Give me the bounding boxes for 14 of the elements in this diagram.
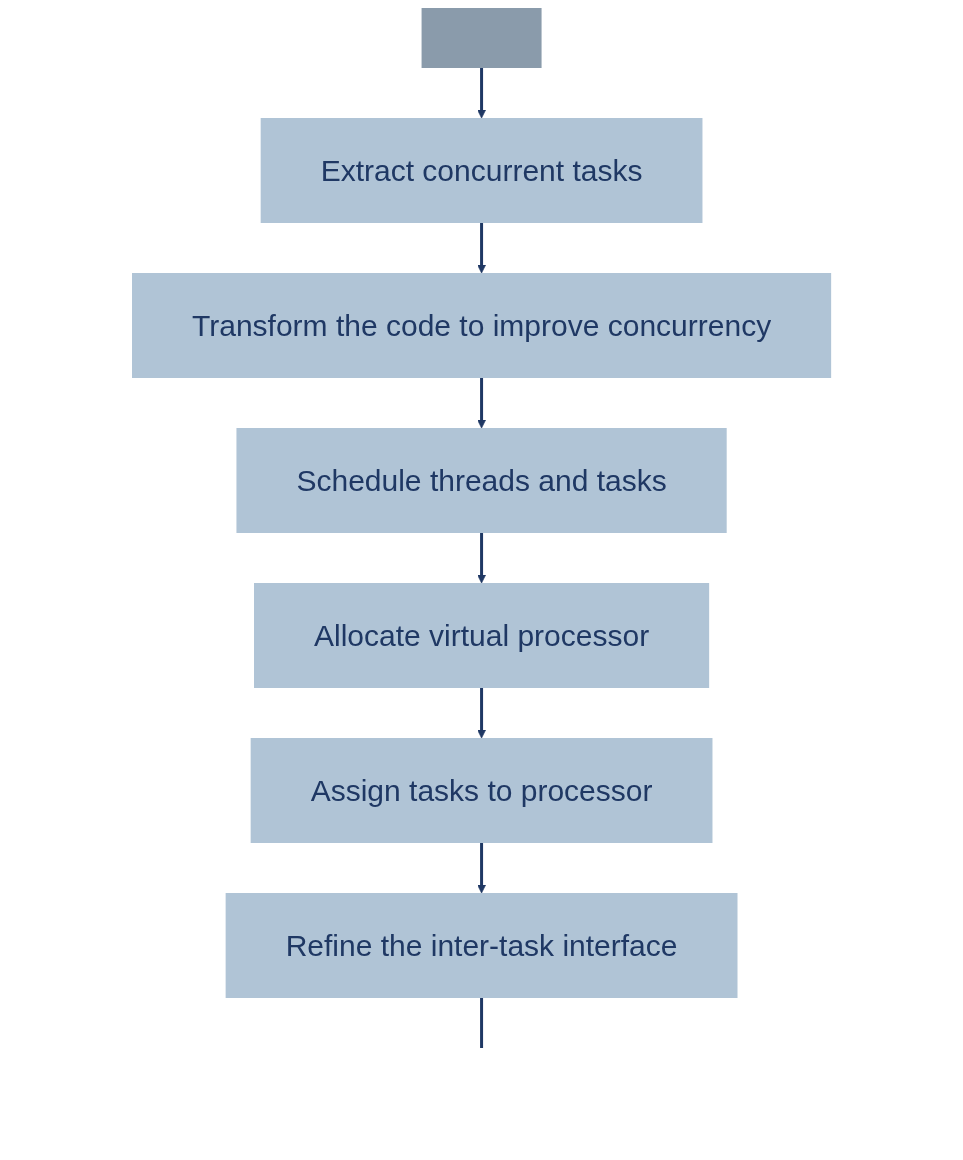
node-box: Transform the code to improve concurrency: [131, 273, 832, 378]
node-box: Extract concurrent tasks: [260, 118, 703, 223]
arrow: [477, 688, 486, 739]
node-box: Allocate virtual processor: [253, 583, 710, 688]
node-box: Schedule threads and tasks: [236, 428, 727, 533]
arrow: [477, 68, 486, 119]
node-box: [421, 8, 542, 68]
arrow: [477, 223, 486, 274]
connector: [480, 998, 483, 1048]
node-box: Assign tasks to processor: [250, 738, 713, 843]
arrow: [477, 533, 486, 584]
node-box: Refine the inter-task interface: [225, 893, 738, 998]
arrow: [477, 378, 486, 429]
arrow: [477, 843, 486, 894]
